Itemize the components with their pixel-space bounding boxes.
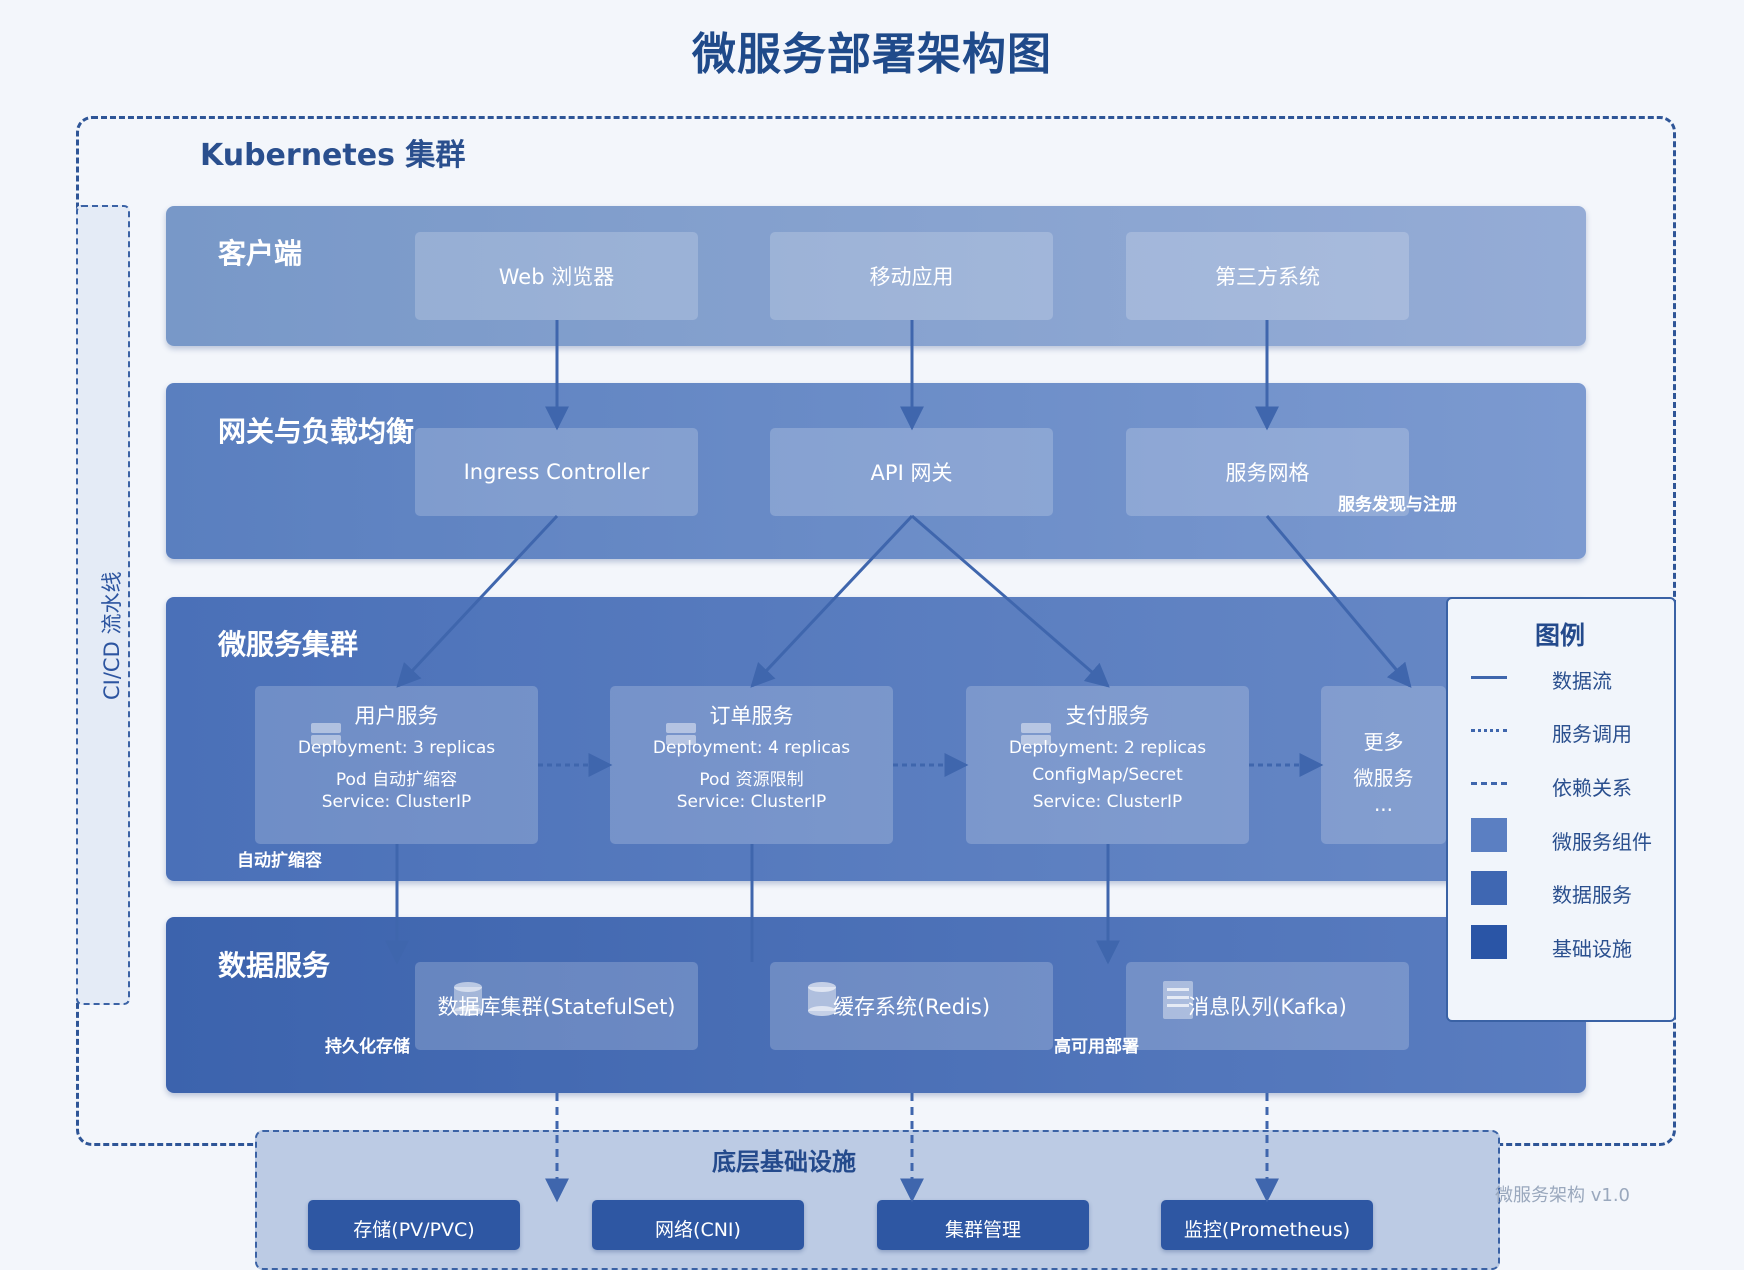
payment-service-box[interactable]: 支付服务 Deployment: 2 replicas ConfigMap/Se…: [966, 686, 1249, 844]
user-service-line: Pod 自动扩缩容: [335, 770, 458, 790]
database-cluster-box[interactable]: 数据库集群(StatefulSet): [415, 962, 698, 1050]
autoscale-note: 自动扩缩容: [237, 851, 322, 871]
order-service-line: Pod 资源限制: [699, 770, 804, 790]
service-mesh-box[interactable]: 服务网格: [1126, 428, 1409, 516]
legend-label: 数据流: [1552, 669, 1612, 693]
legend-label: 微服务组件: [1552, 830, 1652, 854]
order-service-name: 订单服务: [709, 704, 794, 728]
legend-title: 图例: [1535, 621, 1586, 650]
cache-icon: [808, 982, 836, 1016]
data-layer-title: 数据服务: [218, 949, 331, 982]
queue-icon: [1163, 981, 1193, 1019]
order-service-line: Deployment: 4 replicas: [652, 738, 851, 758]
service-discovery-note: 服务发现与注册: [1338, 495, 1457, 515]
server-icon: [311, 723, 341, 745]
legend-dashed-line: [1471, 782, 1507, 785]
legend-swatch-infra: [1471, 925, 1507, 959]
third-party-box[interactable]: 第三方系统: [1126, 232, 1409, 320]
flow-arrow: [911, 514, 1110, 688]
user-service-line: Service: ClusterIP: [321, 792, 472, 812]
more-services-box[interactable]: 更多 微服务 ...: [1321, 686, 1446, 844]
payment-service-line: Deployment: 2 replicas: [1008, 738, 1207, 758]
microservice-layer-title: 微服务集群: [218, 628, 359, 661]
persistent-storage-note: 持久化存储: [325, 1037, 410, 1057]
flow-arrow: [396, 514, 559, 688]
legend-swatch-micro: [1471, 818, 1507, 852]
payment-service-line: ConfigMap/Secret: [1032, 765, 1183, 785]
microservice-layer: [166, 597, 1586, 881]
legend-dotted-line: [1471, 729, 1507, 732]
payment-service-line: Service: ClusterIP: [1032, 792, 1183, 812]
client-layer-title: 客户端: [218, 237, 303, 270]
server-icon: [1021, 723, 1051, 745]
more-services-line: 微服务: [1353, 766, 1414, 790]
infrastructure-title: 底层基础设施: [712, 1148, 856, 1176]
connector-layer: [385, 320, 1412, 1203]
order-service-box[interactable]: 订单服务 Deployment: 4 replicas Pod 资源限制 Ser…: [610, 686, 893, 844]
legend-solid-line: [1471, 676, 1507, 679]
legend-label: 服务调用: [1552, 722, 1632, 746]
database-icon: [454, 982, 482, 1016]
more-services-ellipsis: ...: [1373, 792, 1394, 816]
ingress-controller-box[interactable]: Ingress Controller: [415, 428, 698, 516]
client-layer: [166, 206, 1586, 346]
order-service-line: Service: ClusterIP: [676, 792, 827, 812]
server-icon: [666, 723, 696, 745]
cicd-pipeline-panel: [76, 205, 130, 1005]
high-availability-note: 高可用部署: [1054, 1037, 1139, 1057]
legend-label: 基础设施: [1552, 937, 1632, 961]
page-title: 微服务部署架构图: [692, 29, 1052, 80]
user-service-name: 用户服务: [354, 704, 439, 728]
flow-arrow: [1265, 515, 1412, 688]
legend-label: 依赖关系: [1552, 776, 1632, 800]
cluster-title: Kubernetes 集群: [200, 138, 466, 173]
user-service-box[interactable]: 用户服务 Deployment: 3 replicas Pod 自动扩缩容 Se…: [255, 686, 538, 844]
gateway-layer-title: 网关与负载均衡: [218, 415, 415, 448]
payment-service-name: 支付服务: [1065, 704, 1150, 728]
user-service-line: Deployment: 3 replicas: [297, 738, 496, 758]
legend-swatch-data: [1471, 871, 1507, 905]
mobile-app-box[interactable]: 移动应用: [770, 232, 1053, 320]
legend-label: 数据服务: [1552, 883, 1632, 907]
more-services-line: 更多: [1363, 730, 1404, 754]
flow-arrow: [750, 514, 914, 688]
gateway-layer: [166, 383, 1586, 559]
api-gateway-box[interactable]: API 网关: [770, 428, 1053, 516]
version-label: 微服务架构 v1.0: [1495, 1185, 1630, 1206]
web-browser-box[interactable]: Web 浏览器: [415, 232, 698, 320]
cache-system-box[interactable]: 缓存系统(Redis): [770, 962, 1053, 1050]
